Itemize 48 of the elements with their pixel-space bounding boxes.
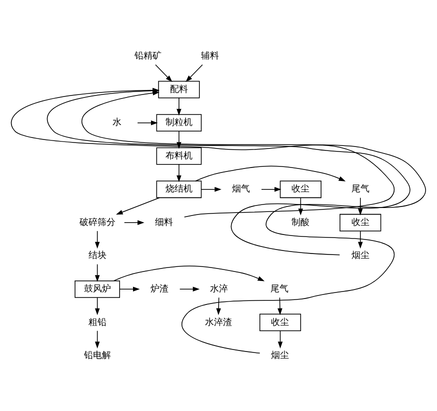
node-text: 破碎筛分 <box>79 217 116 228</box>
arrow <box>195 165 346 181</box>
node-text: 水 <box>112 118 122 128</box>
node-box: 布料机 <box>156 146 202 164</box>
arrow <box>216 296 221 315</box>
node-text: 烟尘 <box>271 350 290 361</box>
node-text: 尾气 <box>270 284 288 294</box>
arrow <box>114 265 265 281</box>
arrow <box>186 64 203 82</box>
arrow <box>94 296 100 315</box>
node-text: 辅料 <box>200 51 219 62</box>
arrow <box>155 64 172 82</box>
arrow <box>358 230 363 248</box>
arrow <box>261 186 282 192</box>
node-text: 水淬渣 <box>204 317 232 328</box>
node-box: 烧结机 <box>156 180 202 198</box>
node-text: 烟尘 <box>351 250 370 261</box>
node-text: 铅精矿 <box>134 51 162 62</box>
arrow <box>176 97 182 116</box>
node-text: 水淬 <box>210 284 228 294</box>
node-box: 收尘 <box>259 313 302 331</box>
arrow <box>81 90 426 354</box>
arrow <box>119 286 140 292</box>
node-text: 粗铅 <box>88 317 106 328</box>
arrow <box>124 220 144 225</box>
node-text: 细料 <box>154 217 173 228</box>
arrow <box>94 230 100 248</box>
node-box: 制粒机 <box>156 114 202 132</box>
node-box: 收尘 <box>280 180 322 198</box>
arrow <box>179 286 200 292</box>
node-text: 炉渣 <box>150 284 168 294</box>
arrow <box>278 330 283 348</box>
arrow <box>94 330 100 348</box>
node-text: 制酸 <box>292 217 310 228</box>
node-text: 尾气 <box>351 184 370 194</box>
node-box: 鼓风炉 <box>74 280 120 298</box>
arrow <box>278 296 282 315</box>
arrow <box>176 164 182 182</box>
arrow <box>358 196 363 215</box>
node-box: 收尘 <box>340 213 382 231</box>
arrow <box>201 186 222 192</box>
arrow <box>116 196 160 214</box>
node-text: 结块 <box>88 250 106 261</box>
node-box: 配料 <box>158 80 200 98</box>
node-text: 烟气 <box>232 184 250 194</box>
arrow <box>94 263 100 282</box>
arrow <box>137 120 158 125</box>
node-text: 铅电解 <box>84 350 111 361</box>
